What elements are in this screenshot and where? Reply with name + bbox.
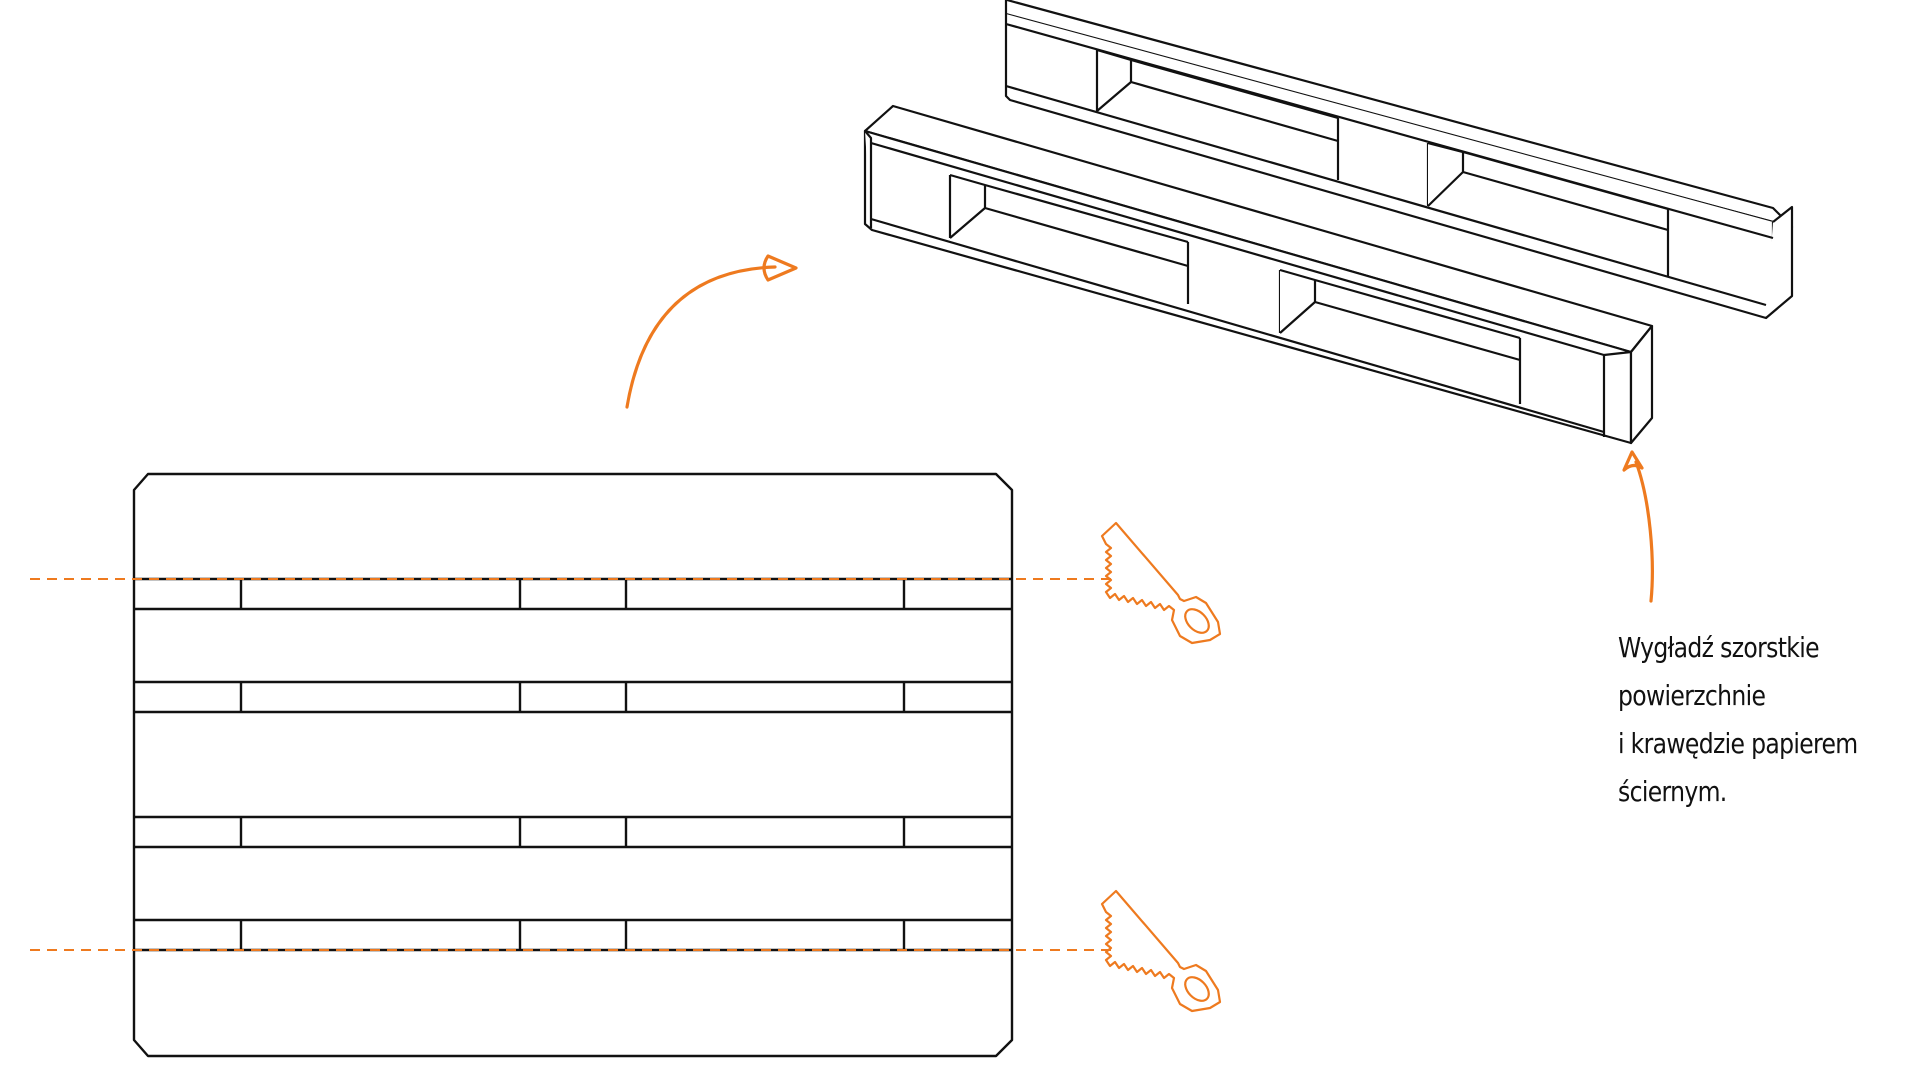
cut-lines [30,578,1118,951]
pallet-strip-1 [134,577,1012,611]
pallet-strip-2 [134,680,1012,714]
curved-arrow-icon [1622,450,1654,603]
pallet-outline [132,472,1014,1058]
cut-strip-back [1004,0,1794,320]
hand-saw-icon [1100,889,1222,1013]
sanding-instruction-text: Wygładź szorstkie powierzchnie i krawędz… [1618,624,1870,816]
hand-saw-icon [1100,521,1222,645]
pallet-strip-4 [134,918,1012,952]
curved-arrow-icon [625,254,798,409]
instruction-line: Wygładź szorstkie [1618,631,1820,664]
instruction-line: i krawędzie papierem [1618,727,1858,760]
cut-strip-front [863,104,1654,445]
pallet-strip-3 [134,815,1012,849]
pallet-top-view [132,472,1014,1058]
instruction-line: ściernym. [1618,775,1727,808]
instruction-line: powierzchnie [1618,679,1766,712]
